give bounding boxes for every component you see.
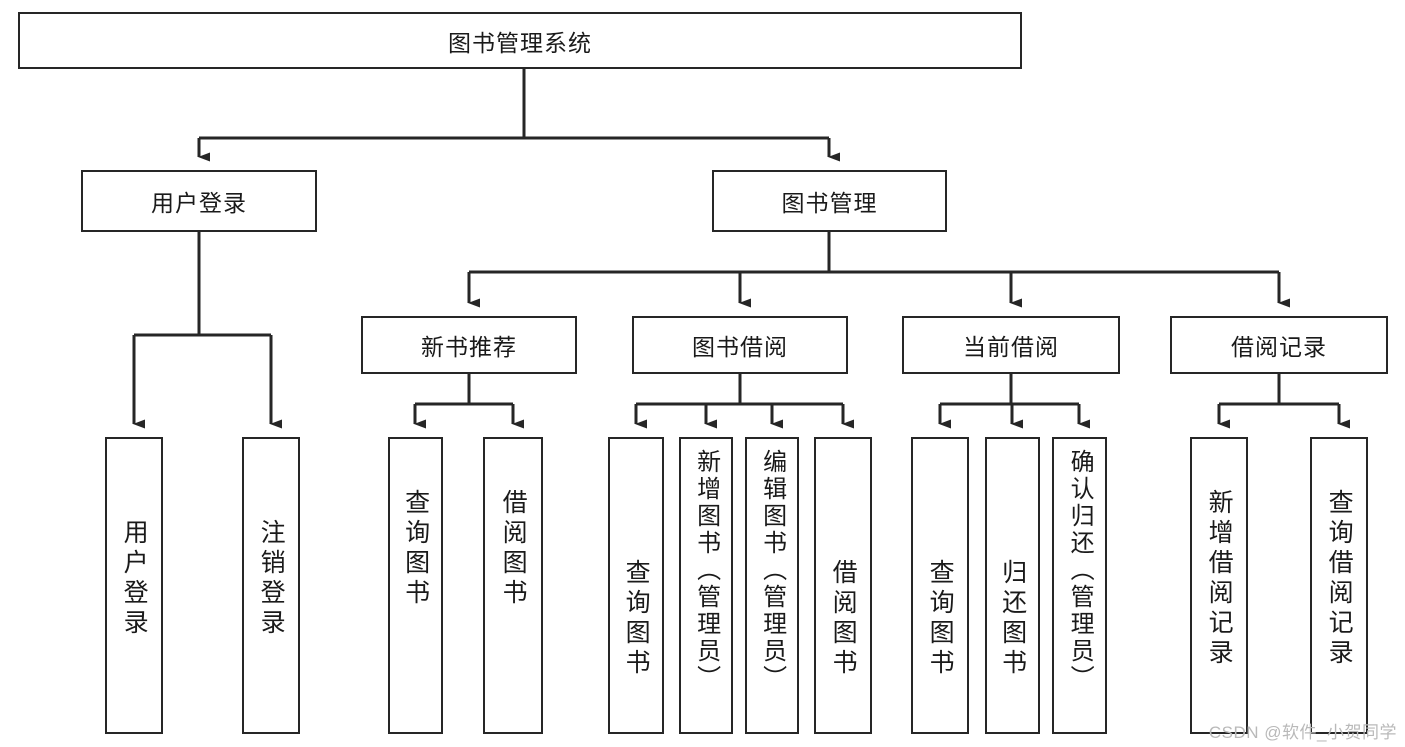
node-label: 借阅图书	[829, 559, 858, 679]
node-label: 查询图书	[401, 489, 430, 609]
node-label: 新书推荐	[421, 334, 517, 360]
node-label: 注销登录	[257, 519, 286, 639]
leaf-borrow-book-borrowing[interactable]: 借阅图书	[814, 437, 872, 734]
node-label: 借阅记录	[1231, 334, 1327, 360]
node-label: 借阅图书	[499, 489, 528, 609]
node-user-login[interactable]: 用户登录	[81, 170, 317, 232]
node-book-borrowing[interactable]: 图书借阅	[632, 316, 848, 374]
node-root-book-management-system[interactable]: 图书管理系统	[18, 12, 1022, 69]
node-label: 查询图书	[926, 559, 955, 679]
node-label: 归还图书	[998, 559, 1027, 679]
node-label: 用户登录	[120, 519, 149, 639]
node-label: 编辑图书（管理员）	[758, 449, 786, 692]
node-label: 查询借阅记录	[1325, 489, 1354, 669]
node-current-borrowing[interactable]: 当前借阅	[902, 316, 1120, 374]
leaf-user-login[interactable]: 用户登录	[105, 437, 163, 734]
leaf-add-borrow-record[interactable]: 新增借阅记录	[1190, 437, 1248, 734]
leaf-confirm-return-admin[interactable]: 确认归还（管理员）	[1052, 437, 1107, 734]
node-label: 图书管理系统	[448, 29, 592, 56]
node-label: 用户登录	[151, 190, 247, 216]
node-label: 新增借阅记录	[1205, 489, 1234, 669]
leaf-query-borrow-record[interactable]: 查询借阅记录	[1310, 437, 1368, 734]
leaf-query-book-current[interactable]: 查询图书	[911, 437, 969, 734]
leaf-borrow-book-recommendation[interactable]: 借阅图书	[483, 437, 543, 734]
node-label: 确认归还（管理员）	[1066, 449, 1094, 692]
node-label: 新增图书（管理员）	[692, 449, 720, 692]
node-new-book-recommendation[interactable]: 新书推荐	[361, 316, 577, 374]
leaf-return-book[interactable]: 归还图书	[985, 437, 1040, 734]
node-label: 查询图书	[622, 559, 651, 679]
leaf-add-book-admin[interactable]: 新增图书（管理员）	[679, 437, 733, 734]
node-borrowing-record[interactable]: 借阅记录	[1170, 316, 1388, 374]
node-label: 图书借阅	[692, 334, 788, 360]
watermark-text: CSDN @软件_小贺同学	[1208, 723, 1397, 742]
node-book-management[interactable]: 图书管理	[712, 170, 947, 232]
leaf-edit-book-admin[interactable]: 编辑图书（管理员）	[745, 437, 799, 734]
node-label: 当前借阅	[963, 334, 1059, 360]
leaf-query-book-recommendation[interactable]: 查询图书	[388, 437, 443, 734]
leaf-query-book-borrowing[interactable]: 查询图书	[608, 437, 664, 734]
node-label: 图书管理	[781, 190, 878, 216]
leaf-logout[interactable]: 注销登录	[242, 437, 300, 734]
